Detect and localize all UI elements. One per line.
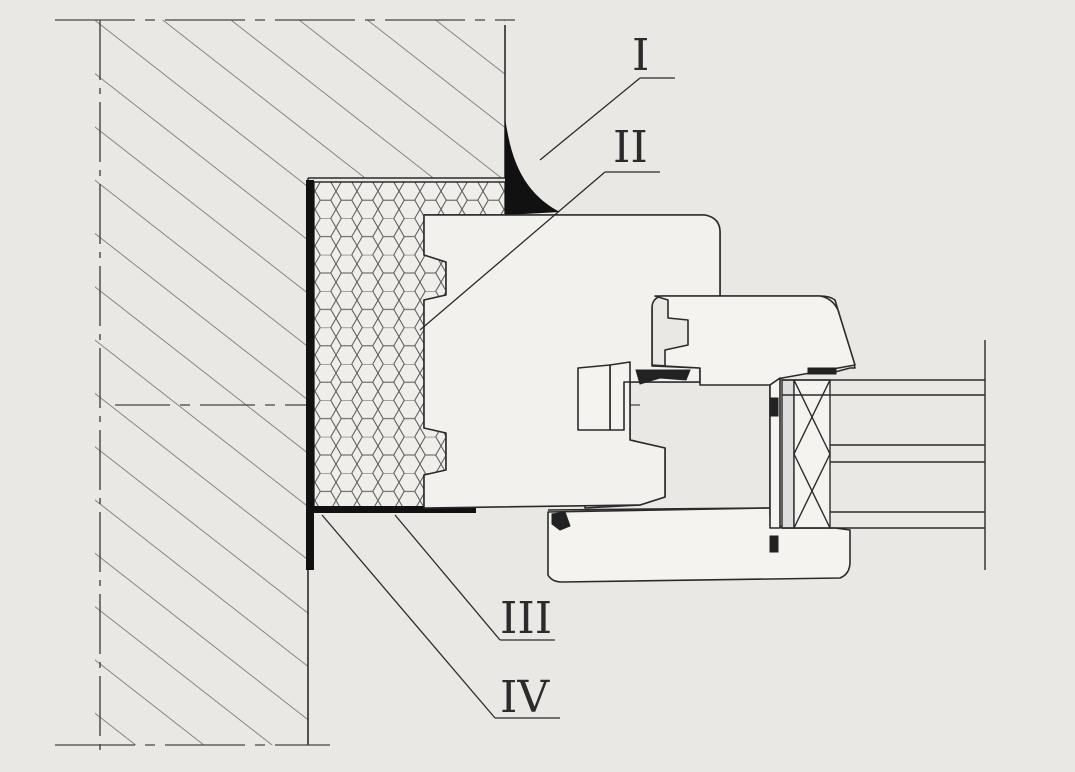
vapor-barrier-membrane [306, 180, 476, 570]
window-sash-profile [547, 295, 856, 583]
glazing-unit [781, 340, 986, 570]
callout-label-III: III [500, 593, 552, 644]
callout-label-II: II [613, 122, 648, 173]
callout-leaders [321, 77, 675, 719]
callout-labels: I II III IV [500, 30, 649, 723]
gaskets [551, 367, 837, 553]
window-frame-profile [423, 214, 721, 509]
callout-label-IV: IV [500, 672, 550, 723]
sealant-bead [505, 118, 560, 215]
callout-label-I: I [632, 30, 649, 81]
